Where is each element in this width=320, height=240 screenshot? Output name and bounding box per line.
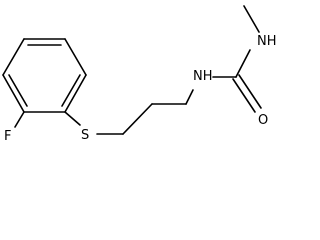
ring-double-bond-right bbox=[61, 74, 81, 107]
bond-nh-methyl bbox=[243, 5, 260, 33]
bond-carbonyl-nh bbox=[235, 49, 251, 78]
bond-carbonyl-oxygen-1 bbox=[232, 78, 256, 113]
ring-bond-bottom-right bbox=[64, 74, 87, 113]
bond-c1-c2 bbox=[122, 103, 153, 135]
chemical-structure-diagram: F S NH NH O bbox=[2, 5, 277, 144]
ring-bond-bottom-left bbox=[2, 74, 25, 113]
atom-sulfur: S bbox=[81, 128, 89, 143]
ring-bond-top-right bbox=[64, 38, 87, 76]
atom-oxygen: O bbox=[258, 113, 268, 128]
bond-ring-sulfur bbox=[64, 111, 81, 126]
benzene-ring bbox=[2, 38, 87, 113]
atom-fluorine: F bbox=[4, 129, 11, 144]
bond-c3-nh bbox=[185, 89, 194, 105]
atom-nh-amide: NH bbox=[193, 69, 213, 84]
ring-bond-top-left bbox=[2, 38, 25, 76]
bond-carbonyl-oxygen-2 bbox=[238, 74, 262, 109]
bond-ring-fluorine bbox=[14, 111, 25, 128]
ring-double-bond-left bbox=[8, 74, 28, 107]
atom-nh-methylamine: NH bbox=[257, 34, 277, 49]
